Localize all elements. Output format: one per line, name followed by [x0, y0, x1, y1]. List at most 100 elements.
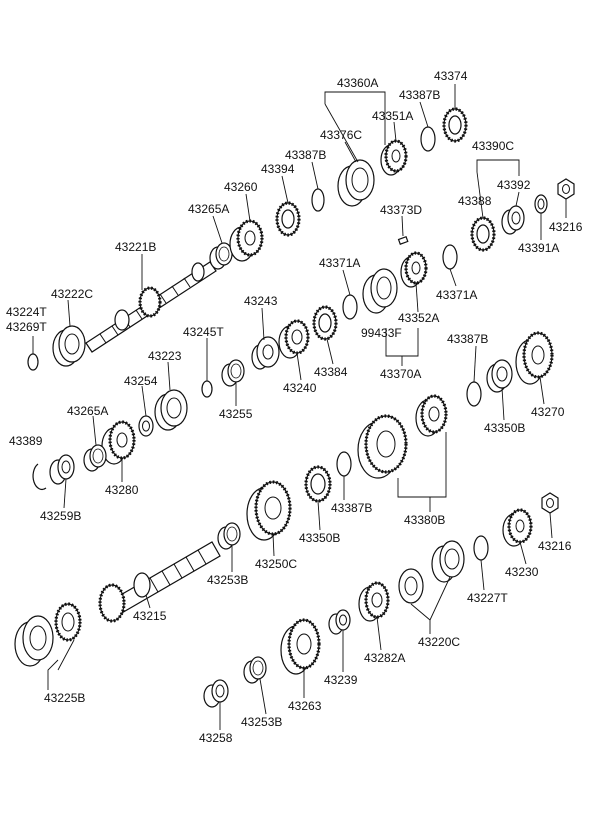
sleeve-43370A [362, 268, 398, 314]
snap-ring-43387B-4 [336, 451, 352, 477]
needle-bearing-43253B-upper [217, 522, 241, 550]
label-99433F: 99433F [361, 326, 402, 340]
label-43253B: 43253B [241, 715, 282, 729]
label-43243: 43243 [244, 294, 278, 308]
ring-43384 [312, 305, 338, 341]
label-43350B: 43350B [299, 531, 340, 545]
label-43387B: 43387B [331, 501, 372, 515]
output-shaft [98, 541, 221, 623]
bearing-43350B-right [486, 359, 513, 393]
snap-ring-43371A-left [342, 294, 358, 320]
label-43253B: 43253B [207, 573, 248, 587]
label-43255: 43255 [219, 407, 253, 421]
label-43384: 43384 [314, 365, 348, 379]
bearing-43223 [154, 389, 188, 431]
label-43270: 43270 [531, 405, 565, 419]
label-43280: 43280 [105, 483, 139, 497]
label-43220C: 43220C [418, 635, 460, 649]
label-43221B: 43221B [115, 240, 156, 254]
label-43380B: 43380B [404, 513, 445, 527]
label-43265A: 43265A [188, 202, 229, 216]
collar-43239 [328, 609, 351, 635]
gear-43282A [358, 581, 390, 622]
label-43227T: 43227T [467, 591, 508, 605]
label-43222C: 43222C [51, 287, 93, 301]
nut-43216-upper [557, 178, 575, 200]
label-43394: 43394 [261, 162, 295, 176]
label-43245T: 43245T [183, 325, 224, 339]
label-43374: 43374 [434, 69, 468, 83]
label-43351A: 43351A [372, 109, 413, 123]
label-43216: 43216 [538, 539, 572, 553]
label-43387B: 43387B [285, 148, 326, 162]
label-43370A: 43370A [380, 367, 421, 381]
part-labels: 43360A 43374 43387B 43351A 43376C 43387B… [6, 69, 583, 745]
label-43387B: 43387B [447, 332, 488, 346]
washer-43391A [534, 194, 548, 214]
leader-lines [32, 84, 567, 730]
bearing-43225B [14, 602, 82, 667]
spacer-43258 [203, 679, 229, 708]
label-43269T: 43269T [6, 320, 47, 334]
ring-43394 [275, 201, 301, 237]
washer-43254 [138, 415, 154, 437]
label-43240: 43240 [283, 381, 317, 395]
label-43282A: 43282A [364, 651, 405, 665]
gear-43230 [502, 508, 533, 547]
gear-43270 [515, 331, 554, 385]
sleeve-43376C [337, 159, 375, 207]
gear-43263 [280, 618, 321, 675]
label-43260: 43260 [224, 180, 258, 194]
bearing-43222C [52, 325, 86, 367]
label-43390C: 43390C [472, 139, 514, 153]
label-43352A: 43352A [398, 311, 439, 325]
label-43239: 43239 [324, 673, 358, 687]
label-43216: 43216 [549, 220, 583, 234]
ring-43350B-lower [304, 465, 332, 503]
snap-ring-43245T [201, 380, 213, 398]
gear-43280 [101, 420, 136, 465]
label-43392: 43392 [497, 178, 531, 192]
collar-43243 [251, 336, 280, 370]
label-43263: 43263 [288, 699, 322, 713]
snap-ring-43387B-1 [420, 126, 436, 152]
snap-ring-43227T [473, 535, 489, 561]
ring-43374 [442, 107, 468, 143]
label-43215: 43215 [133, 609, 167, 623]
label-43223: 43223 [148, 349, 182, 363]
label-43389: 43389 [9, 434, 43, 448]
spacer-43259B [49, 454, 75, 485]
bearing-43220C [398, 540, 465, 604]
gear-43260 [229, 219, 264, 262]
collar-43392 [501, 205, 525, 235]
needle-bearing-43265A-upper [209, 242, 233, 270]
nut-43216-lower [541, 492, 559, 514]
label-43254: 43254 [124, 374, 158, 388]
needle-bearing-43255 [221, 359, 245, 387]
label-43225B: 43225B [44, 691, 85, 705]
label-43265A: 43265A [67, 404, 108, 418]
label-43388: 43388 [458, 194, 492, 208]
ring-43388 [470, 216, 496, 252]
label-43373D: 43373D [380, 203, 422, 217]
gear-43380B [357, 394, 448, 479]
gear-43250C [246, 480, 292, 541]
label-43230: 43230 [505, 565, 539, 579]
main-shaft [85, 261, 217, 353]
snap-ring-43387B-3 [466, 381, 482, 407]
label-43371A: 43371A [436, 288, 477, 302]
label-43371A: 43371A [319, 256, 360, 270]
snap-ring-43224T [27, 353, 39, 371]
label-43350B: 43350B [484, 421, 525, 435]
gear-43240 [278, 319, 310, 359]
label-43259B: 43259B [40, 509, 81, 523]
needle-bearing-43265A-lower [83, 444, 107, 472]
hub-43351A [380, 139, 408, 176]
label-43224T: 43224T [6, 305, 47, 319]
label-43391A: 43391A [518, 241, 559, 255]
circlip-43389 [32, 463, 47, 491]
snap-ring-43371A-right [442, 244, 458, 270]
snap-ring-43387B-2 [311, 188, 325, 212]
key-43373D [397, 235, 409, 245]
